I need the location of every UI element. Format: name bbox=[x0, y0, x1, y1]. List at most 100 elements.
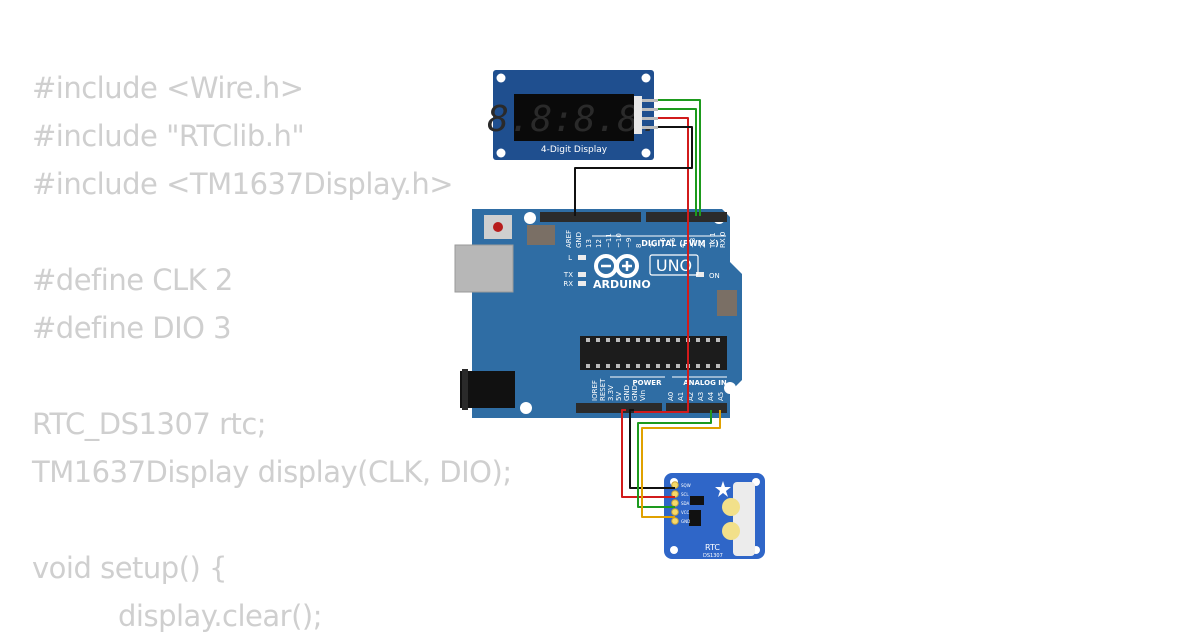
power-jack bbox=[460, 371, 515, 408]
analog-pin-label: A5 bbox=[717, 392, 725, 401]
led-on bbox=[696, 272, 704, 277]
wire-clk[interactable] bbox=[658, 99, 701, 216]
top-pin-label: ~3 bbox=[689, 238, 697, 248]
reset-button-cap[interactable] bbox=[493, 222, 503, 232]
chip-pin bbox=[586, 338, 590, 342]
rtc-pin-label: SDA bbox=[681, 501, 690, 506]
chip-pin bbox=[616, 338, 620, 342]
chip-pin bbox=[646, 364, 650, 368]
chip-pin bbox=[626, 364, 630, 368]
battery-contact bbox=[722, 522, 740, 540]
analog-pin-label: A0 bbox=[667, 392, 675, 401]
mount-hole bbox=[641, 148, 651, 158]
analog-pin-label: A2 bbox=[687, 392, 695, 401]
top-pin-label: AREF bbox=[565, 230, 573, 248]
battery-holder bbox=[733, 482, 755, 556]
chip-pin bbox=[636, 338, 640, 342]
code-line: #define CLK 2 bbox=[32, 263, 233, 297]
rtc-pin-vcc[interactable] bbox=[671, 508, 679, 516]
display-pin[interactable] bbox=[642, 99, 658, 102]
digital-header-left[interactable] bbox=[540, 212, 641, 222]
atmega-chip bbox=[580, 336, 727, 370]
chip-pin bbox=[706, 364, 710, 368]
code-line: void setup() { bbox=[32, 551, 227, 585]
led-rx bbox=[578, 281, 586, 286]
led-tx bbox=[578, 272, 586, 277]
top-pin-label: 4 bbox=[679, 243, 687, 248]
analog-header[interactable] bbox=[666, 403, 727, 413]
top-pin-label: 7 bbox=[649, 244, 657, 248]
chip-pin bbox=[646, 338, 650, 342]
chip-pin bbox=[696, 364, 700, 368]
icsp-header bbox=[527, 225, 555, 245]
top-pin-label: ~11 bbox=[605, 233, 613, 248]
top-pin-label: 8 bbox=[635, 244, 643, 248]
display-label: 4-Digit Display bbox=[541, 145, 608, 155]
power-label: POWER bbox=[633, 379, 663, 387]
analog-pin-label: A1 bbox=[677, 392, 685, 401]
led-l-label: L bbox=[568, 254, 572, 262]
code-line: display.clear(); bbox=[118, 599, 322, 633]
wire-display-gnd[interactable] bbox=[574, 126, 693, 216]
chip-pin bbox=[596, 338, 600, 342]
display-pin[interactable] bbox=[642, 117, 658, 120]
wire-rtc-gnd[interactable] bbox=[629, 409, 675, 489]
analog-pin-label: A3 bbox=[697, 392, 705, 401]
power-jack-edge bbox=[462, 369, 468, 410]
top-pin-label: ~5 bbox=[669, 238, 677, 248]
chip-pin bbox=[616, 364, 620, 368]
wire-rtc-scl[interactable] bbox=[641, 410, 721, 518]
mount-hole bbox=[641, 73, 651, 83]
rtc-pin-label: SQW bbox=[681, 483, 691, 488]
rtc-pin-sda[interactable] bbox=[671, 499, 679, 507]
mount-hole bbox=[670, 546, 678, 554]
rtc-crystal bbox=[690, 496, 704, 505]
top-pin-label: ~10 bbox=[615, 233, 623, 248]
usb-port bbox=[454, 244, 514, 293]
display-header bbox=[634, 96, 642, 134]
wire-rtc-sda[interactable] bbox=[637, 410, 712, 508]
mount-hole bbox=[496, 148, 506, 158]
display-pin[interactable] bbox=[642, 126, 658, 129]
power-pin-label: GND bbox=[623, 385, 631, 401]
chip-pin bbox=[586, 364, 590, 368]
chip-pin bbox=[676, 364, 680, 368]
icsp-header-right bbox=[717, 290, 737, 316]
rtc-chip-label: DS1307 bbox=[703, 553, 723, 559]
chip-pin bbox=[596, 364, 600, 368]
code-line: #include <TM1637Display.h> bbox=[32, 167, 454, 201]
rtc-pin-gnd[interactable] bbox=[671, 517, 679, 525]
power-pin-label: RESET bbox=[599, 378, 607, 401]
chip-pin bbox=[656, 364, 660, 368]
star-icon bbox=[715, 481, 731, 497]
battery-contact bbox=[722, 498, 740, 516]
mount-hole bbox=[524, 212, 536, 224]
power-pin-label: 5V bbox=[615, 392, 623, 401]
chip-pin bbox=[716, 364, 720, 368]
chip-pin bbox=[706, 338, 710, 342]
digital-header-right[interactable] bbox=[646, 212, 727, 222]
power-pin-label: GND bbox=[631, 385, 639, 401]
top-pin-label: 13 bbox=[585, 239, 593, 248]
analog-label: ANALOG IN bbox=[683, 379, 727, 387]
arduino-brand: ARDUINO bbox=[593, 278, 651, 291]
analog-pin-label: A4 bbox=[707, 391, 715, 401]
arduino-logo-icon bbox=[594, 254, 639, 278]
power-header[interactable] bbox=[576, 403, 662, 413]
led-l bbox=[578, 255, 586, 260]
wire-rtc-vcc[interactable] bbox=[621, 409, 675, 498]
display-module[interactable]: 8.8:8.8. 4-Digit Display bbox=[487, 70, 661, 160]
uno-label: UNO bbox=[656, 256, 692, 275]
display-face bbox=[514, 94, 634, 141]
wire-display-vcc[interactable] bbox=[634, 117, 689, 413]
wire-dio[interactable] bbox=[658, 108, 697, 216]
power-pin-label: Vin bbox=[639, 390, 647, 401]
display-pin[interactable] bbox=[642, 108, 658, 111]
led-on-label: ON bbox=[709, 272, 720, 280]
